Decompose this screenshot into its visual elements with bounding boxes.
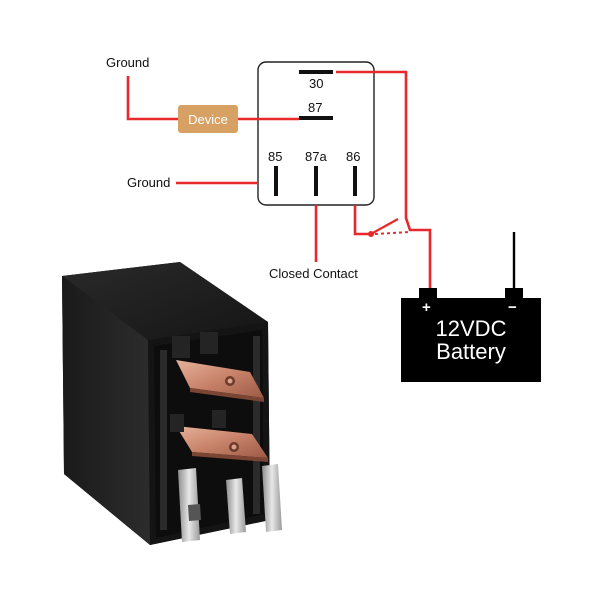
pin-30-label: 30: [309, 76, 324, 91]
pin-85-bar: [274, 166, 278, 196]
pin-87a-label: 87a: [305, 149, 327, 164]
switch-symbol: [368, 218, 411, 237]
ground-label-top: Ground: [106, 55, 150, 70]
pin-85-label: 85: [268, 149, 283, 164]
wire-86-to-switch: [353, 205, 370, 236]
battery-name-label: Battery: [436, 339, 506, 364]
ground-label-left: Ground: [127, 175, 171, 190]
wire-ground-to-device: [126, 76, 178, 121]
battery-plus-post: [419, 288, 437, 298]
relay-photo: [62, 262, 282, 545]
battery: 12VDC Battery: [401, 298, 541, 382]
battery-minus-sign: −: [508, 299, 517, 316]
wires: [126, 70, 432, 298]
device-box: Device: [178, 105, 238, 133]
pin-87a-bar: [314, 166, 318, 196]
battery-voltage-label: 12VDC: [435, 315, 507, 341]
pin-87-label: 87: [308, 100, 323, 115]
closed-contact-label: Closed Contact: [269, 266, 358, 281]
wire-30-to-battery: [336, 70, 432, 298]
pin-30-bar: [299, 70, 333, 74]
battery-plus-sign: +: [422, 299, 431, 316]
battery-minus-post: [505, 288, 523, 298]
pin-87-bar: [299, 116, 333, 120]
pin-86-label: 86: [346, 149, 361, 164]
pin-86-bar: [353, 166, 357, 196]
